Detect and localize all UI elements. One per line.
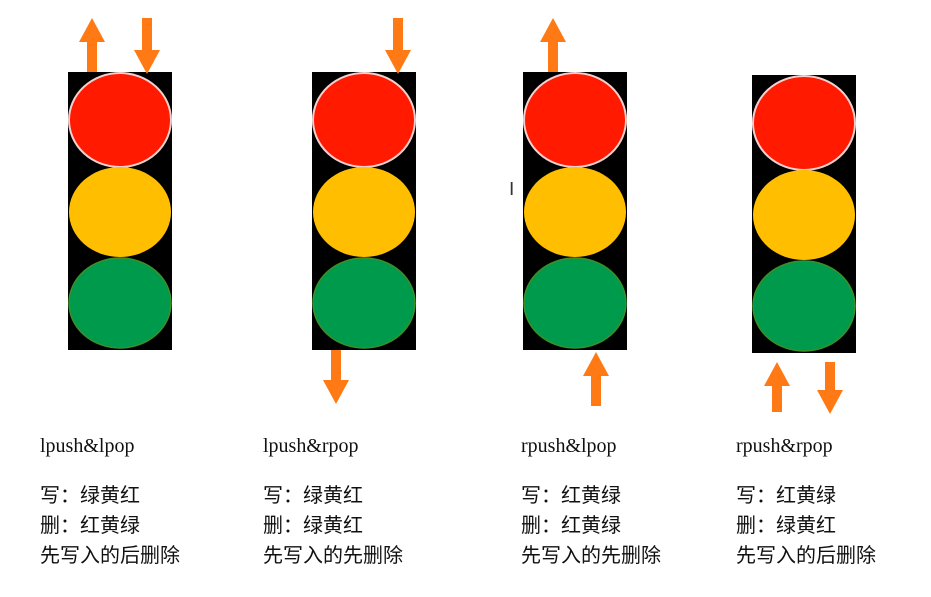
order-rule: 先写入的先删除 [263, 545, 403, 567]
red-lamp [523, 72, 627, 168]
arrow-down-icon [134, 18, 160, 74]
arrow-up-icon [540, 18, 566, 72]
caption-lpush-lpop: lpush&lpop 写：绿黄红 删：红黄绿 先写入的后删除 [40, 435, 260, 571]
text-cursor-icon: I [509, 179, 515, 200]
red-lamp [312, 72, 416, 168]
arrow-up-icon [764, 362, 790, 412]
delete-order: 删：绿黄红 [736, 515, 836, 537]
red-lamp [752, 75, 856, 171]
green-lamp [523, 257, 627, 349]
green-lamp [312, 257, 416, 349]
arrow-down-icon [385, 18, 411, 74]
traffic-light-rpush-rpop [752, 75, 856, 414]
arrow-down-icon [323, 350, 349, 404]
write-order: 写：红黄绿 [521, 485, 621, 507]
traffic-light-lpush-lpop [68, 18, 172, 350]
order-rule: 先写入的先删除 [521, 545, 661, 567]
operation-label: rpush&lpop [521, 435, 617, 457]
operation-label: rpush&rpop [736, 435, 833, 457]
green-lamp [68, 257, 172, 349]
arrow-up-icon [583, 352, 609, 406]
write-order: 写：绿黄红 [263, 485, 363, 507]
caption-lpush-rpop: lpush&rpop 写：绿黄红 删：绿黄红 先写入的先删除 [263, 435, 483, 571]
arrow-up-icon [79, 18, 105, 72]
write-order: 写：红黄绿 [736, 485, 836, 507]
operation-label: lpush&lpop [40, 435, 135, 457]
traffic-light-lpush-rpop [312, 18, 416, 404]
order-rule: 先写入的后删除 [40, 545, 180, 567]
caption-rpush-rpop: rpush&rpop 写：红黄绿 删：绿黄红 先写入的后删除 [736, 435, 931, 571]
yellow-lamp [524, 167, 626, 257]
yellow-lamp [753, 170, 855, 260]
traffic-light-rpush-lpop [523, 18, 627, 406]
delete-order: 删：绿黄红 [263, 515, 363, 537]
green-lamp [752, 260, 856, 352]
operation-label: lpush&rpop [263, 435, 359, 457]
delete-order: 删：红黄绿 [40, 515, 140, 537]
arrow-down-icon [817, 362, 843, 414]
yellow-lamp [313, 167, 415, 257]
yellow-lamp [69, 167, 171, 257]
caption-rpush-lpop: rpush&lpop 写：红黄绿 删：红黄绿 先写入的先删除 [521, 435, 741, 571]
write-order: 写：绿黄红 [40, 485, 140, 507]
order-rule: 先写入的后删除 [736, 545, 876, 567]
delete-order: 删：红黄绿 [521, 515, 621, 537]
red-lamp [68, 72, 172, 168]
